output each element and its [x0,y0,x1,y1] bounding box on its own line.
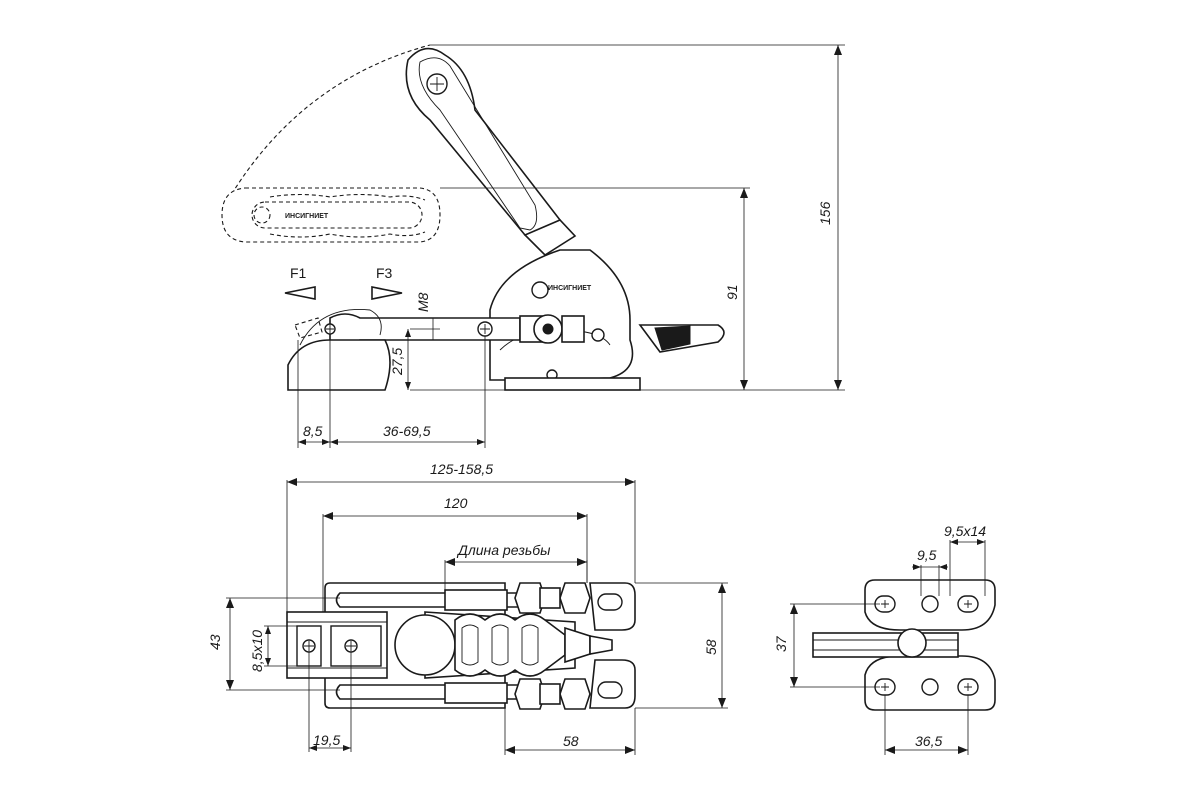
dim-end-spacing-text: 37 [773,635,789,652]
dim-base-width-text: 58 [703,639,719,655]
dim-thread-length: Длина резьбы [444,542,588,593]
clamp-handle [405,47,577,257]
side-base [287,309,641,391]
dim-total-length-text: 125-158,5 [430,461,493,477]
dim-91: 91 [440,187,750,390]
ghost-handle-mark: ИНСИГНИЕТ [285,213,329,220]
force-label-f3: F3 [376,265,393,281]
dim-tip-offset: 19,5 [308,652,352,752]
release-lever [638,324,725,353]
thread-length-label: Длина резьбы [456,542,551,558]
top-view: 125-158,5 120 Длина резьбы 43 8,5x10 [207,461,728,755]
dim-27-5: 27,5 [389,328,440,390]
top-handle [394,611,613,679]
dim-slot: 8,5x10 [249,625,297,672]
dim-156: 156 [410,44,845,391]
dim-total-height: 156 [817,201,833,225]
dim-base-height: 27,5 [389,348,405,376]
dim-end-spacing: 37 [773,603,880,688]
dim-tip-offset-text: 19,5 [313,732,340,748]
dim-end-slot-text: 9,5x14 [944,523,986,539]
dim-width: 43 [207,597,340,691]
dim-total-length: 125-158,5 [286,461,636,612]
dim-base-width: 58 [635,582,728,709]
force-arrow-f3 [371,286,403,300]
side-view: ИНСИГНИЕТ ИНСИГНИЕТ [221,44,845,448]
dim-end-pitch: 36,5 [884,695,969,755]
dim-slot-text: 8,5x10 [249,630,265,672]
dim-base-length: 58 [504,708,636,755]
dim-stroke-range: 36-69,5 [383,423,431,439]
dim-end-slot: 9,5x14 [944,523,986,596]
brand-mark: ИНСИГНИЕТ [548,285,592,292]
dim-length-text: 120 [444,495,468,511]
dim-base-length-text: 58 [563,733,579,749]
dim-spindle-offset: 8,5 [303,423,323,439]
handle-swing-arc [227,44,431,201]
top-rails [335,589,531,704]
top-spindle-tip [286,611,388,679]
force-arrow-f1 [284,286,316,300]
dim-end-hole-text: 9,5 [917,547,937,563]
thread-label: M8 [415,292,431,312]
force-label-f1: F1 [290,265,307,281]
top-nuts [514,582,591,710]
dim-end-hole: 9,5 [912,547,948,596]
dim-end-pitch-text: 36,5 [915,733,942,749]
open-handle-ghost: ИНСИГНИЕТ [221,187,441,243]
force-indicators: F1 F3 [284,265,403,300]
end-view: 9,5x14 9,5 37 36,5 [773,523,996,755]
dim-handle-height: 91 [724,284,740,300]
dim-width-text: 43 [207,634,223,650]
dim-bottom-side: 8,5 36-69,5 [297,334,486,448]
clamp-body: ИНСИГНИЕТ [489,249,634,381]
